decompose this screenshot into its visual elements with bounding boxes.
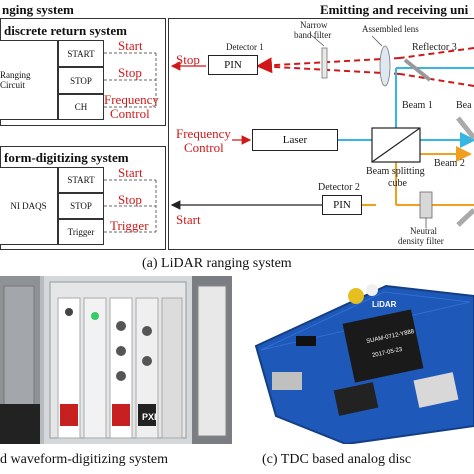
right-section-title: Emitting and receiving uni xyxy=(320,2,469,17)
neutral-filter-label-2: density filter xyxy=(398,236,444,246)
waveform-trigger-port: Trigger xyxy=(58,219,104,245)
beam-2-label: Beam 2 xyxy=(434,158,465,169)
discrete-stop-port: STOP xyxy=(58,67,104,94)
discrete-ch-port: CH xyxy=(58,94,104,120)
splitter-label-2: cube xyxy=(388,178,407,189)
reflector-3-label: Reflector 3 xyxy=(412,42,457,53)
waveform-start-port-label: START xyxy=(67,175,95,185)
ni-daqs-label: NI DAQS xyxy=(10,201,47,211)
detector-1-label: Detector 1 xyxy=(226,42,264,52)
left-section-title: nging system xyxy=(2,2,74,17)
waveform-start-port: START xyxy=(58,167,104,193)
assembled-lens xyxy=(379,45,391,87)
caption-a: (a) LiDAR ranging system xyxy=(142,256,292,271)
ranging-circuit-block: Ranging Circuit xyxy=(0,40,58,120)
detector-2-label: Detector 2 xyxy=(318,182,360,193)
discrete-stop-signal: Stop xyxy=(118,65,142,80)
board-brand-label: LiDAR xyxy=(372,300,397,309)
discrete-ch-port-label: CH xyxy=(74,102,88,112)
discrete-frequency-signal: Frequency xyxy=(104,92,159,107)
right-mirror-2 xyxy=(456,208,474,227)
control-label: Control xyxy=(184,140,224,155)
narrow-filter-label-2: band filter xyxy=(294,30,332,40)
assembled-lens-label: Assembled lens xyxy=(362,24,419,34)
waveform-start-signal: Start xyxy=(118,165,143,180)
pxi-module-label: PXI xyxy=(142,412,157,422)
waveform-stop-port: STOP xyxy=(58,193,104,219)
neutral-density-filter xyxy=(419,191,433,219)
discrete-return-title: discrete return system xyxy=(4,23,127,38)
splitter-label-1: Beam splitting xyxy=(366,166,425,177)
discrete-control-signal: Control xyxy=(110,106,150,121)
ni-daqs-block: NI DAQS xyxy=(0,167,58,245)
right-mirror-1 xyxy=(456,116,474,140)
start-label: Start xyxy=(176,212,201,227)
narrow-band-filter xyxy=(321,47,328,79)
discrete-stop-port-label: STOP xyxy=(70,75,92,86)
waveform-trigger-port-label: Trigger xyxy=(67,227,95,237)
tdc-board-photo: SUAM-0712-Y888 2017-05-23 LiDAR xyxy=(236,276,474,444)
waveform-stop-signal: Stop xyxy=(118,192,142,207)
discrete-start-port: START xyxy=(58,40,104,67)
cyan-beam xyxy=(338,67,474,148)
orange-beam xyxy=(362,146,474,206)
detector-2-pin-box: PIN xyxy=(322,195,362,215)
chassis-photo: PXI xyxy=(0,276,232,444)
detector-1-pin-text: PIN xyxy=(224,59,242,71)
waveform-stop-port-label: STOP xyxy=(70,201,92,211)
beam-cut-label: Bea xyxy=(456,100,472,111)
ranging-circuit-label: Ranging Circuit xyxy=(0,70,31,90)
discrete-start-port-label: START xyxy=(67,48,95,59)
detector-2-pin-text: PIN xyxy=(333,199,351,211)
stop-label: Stop xyxy=(176,52,200,67)
board-illustration xyxy=(254,284,474,444)
discrete-connectors xyxy=(104,52,157,233)
discrete-start-signal: Start xyxy=(118,38,143,53)
frequency-label: Frequency xyxy=(176,126,231,141)
laser-box-text: Laser xyxy=(282,134,308,146)
return-beam xyxy=(256,47,474,87)
beam-1-label: Beam 1 xyxy=(402,100,433,111)
caption-b: d waveform-digitizing system xyxy=(0,452,168,467)
detector-1-pin-box: PIN xyxy=(208,55,258,75)
laser-box: Laser xyxy=(252,129,338,151)
narrow-filter-label-1: Narrow xyxy=(300,20,328,30)
reflector-3 xyxy=(403,58,432,82)
optics-panel xyxy=(168,18,474,250)
caption-c: (c) TDC based analog disc xyxy=(262,452,412,467)
chassis-illustration xyxy=(0,276,232,444)
waveform-trigger-signal: Trigger xyxy=(110,218,149,233)
neutral-filter-label-1: Neutral xyxy=(410,226,437,236)
waveform-title: form-digitizing system xyxy=(4,150,129,165)
